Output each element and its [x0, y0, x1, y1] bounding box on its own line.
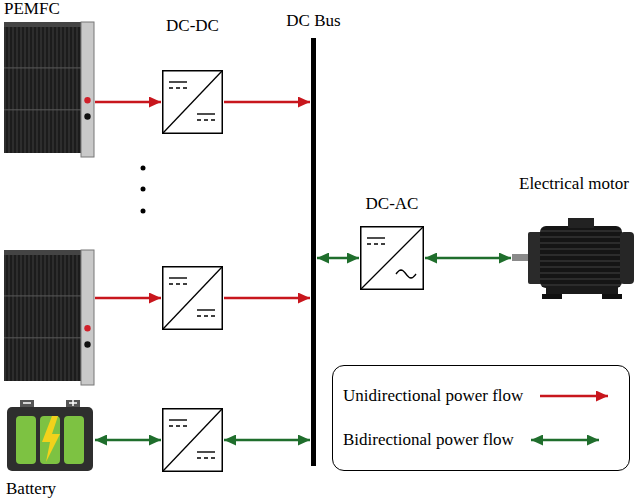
stack-illustration	[4, 250, 94, 385]
legend-text: Unidirectional power flow	[343, 386, 523, 406]
stack-node: PEMFC	[4, 22, 94, 157]
node-label: DC Bus	[286, 11, 340, 31]
battery-node: Battery	[6, 400, 94, 472]
bidirectional-arrow	[425, 257, 511, 260]
unidirectional-arrow	[224, 297, 310, 300]
dcdc-node: DC-DC	[162, 70, 223, 134]
dcdc-illustration	[162, 408, 223, 472]
stack-node	[4, 250, 94, 385]
ellipsis-dot	[141, 187, 146, 192]
bidirectional-arrow	[317, 257, 359, 260]
unidirectional-arrow	[224, 101, 310, 104]
dcdc-illustration	[162, 70, 223, 134]
unidirectional-arrow	[95, 101, 161, 104]
ellipsis-dot	[141, 166, 146, 171]
dcdc-illustration	[162, 266, 223, 330]
motor-node: Electrical motor	[512, 218, 636, 300]
dcac-illustration	[360, 226, 424, 290]
dcdc-node	[162, 266, 223, 330]
ellipsis-dot	[141, 209, 146, 214]
legend-entry: Unidirectional power flow	[343, 386, 619, 406]
node-label: DC-AC	[366, 194, 419, 214]
node-label: DC-DC	[166, 16, 219, 36]
legend-entry: Bidirectional power flow	[343, 430, 619, 450]
stack-illustration	[4, 22, 94, 157]
dcdc-node	[162, 408, 223, 472]
node-label: PEMFC	[4, 0, 60, 19]
battery-illustration	[6, 400, 94, 472]
node-label: Electrical motor	[519, 174, 629, 194]
bidirectional-arrow	[95, 439, 161, 442]
legend-swatch	[537, 388, 611, 404]
bus-node: DC Bus	[311, 38, 316, 466]
legend-text: Bidirectional power flow	[343, 430, 514, 450]
motor-illustration	[512, 218, 636, 300]
bidirectional-arrow	[224, 439, 310, 442]
legend-box: Unidirectional power flowBidirectional p…	[332, 365, 630, 471]
legend-swatch	[528, 432, 602, 448]
dcac-node: DC-AC	[360, 226, 424, 290]
node-label: Battery	[6, 479, 56, 499]
unidirectional-arrow	[95, 297, 161, 300]
